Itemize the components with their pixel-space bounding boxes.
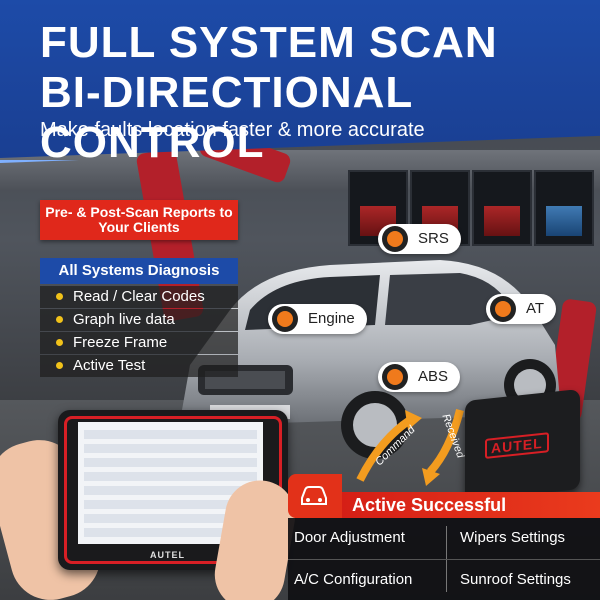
list-item: Read / Clear Codes [40, 286, 238, 308]
carrying-case: AUTEL [465, 388, 580, 502]
wipers-settings: Wipers Settings [460, 529, 566, 546]
diagnosis-title: All Systems Diagnosis [40, 258, 238, 284]
engine-icon [272, 306, 298, 332]
sunroof-settings: Sunroof Settings [460, 571, 571, 588]
engine-callout: Engine [268, 304, 367, 334]
srs-callout: SRS [378, 224, 461, 254]
active-badge [288, 474, 342, 518]
list-item: Active Test [40, 355, 238, 377]
ac-configuration: A/C Configuration [294, 571, 413, 588]
tablet-brand-logo: AUTEL [150, 550, 185, 560]
airbag-icon [382, 226, 408, 252]
abs-callout: ABS [378, 362, 461, 392]
bullet-icon [56, 338, 63, 346]
bullet-icon [56, 315, 63, 323]
door-adjustment: Door Adjustment [294, 529, 405, 546]
page-subtitle: Make faults location faster & more accur… [40, 119, 425, 141]
wall-display [534, 170, 594, 246]
at-callout: AT [486, 294, 557, 324]
abs-icon [382, 364, 408, 390]
grid-divider [288, 559, 600, 560]
case-brand-logo: AUTEL [485, 432, 549, 459]
active-functions-grid: Door Adjustment Wipers Settings A/C Conf… [288, 518, 600, 600]
active-title: Active Successful [342, 492, 600, 518]
list-item: Graph live data [40, 309, 238, 331]
bullet-icon [56, 361, 63, 369]
list-item: Freeze Frame [40, 332, 238, 354]
signal-arrows [356, 409, 464, 486]
wall-display [472, 170, 532, 246]
feature-list: Read / Clear Codes Graph live data Freez… [40, 286, 238, 378]
page-title-line2: BI-DIRECTIONAL CONTROL [40, 68, 413, 167]
bullet-icon [56, 292, 63, 300]
page-title: FULL SYSTEM SCAN [40, 18, 498, 67]
header-banner [0, 0, 600, 158]
gears-icon [490, 296, 516, 322]
car-settings-icon [301, 486, 327, 505]
reports-callout: Pre- & Post-Scan Reports to Your Clients [40, 200, 238, 240]
